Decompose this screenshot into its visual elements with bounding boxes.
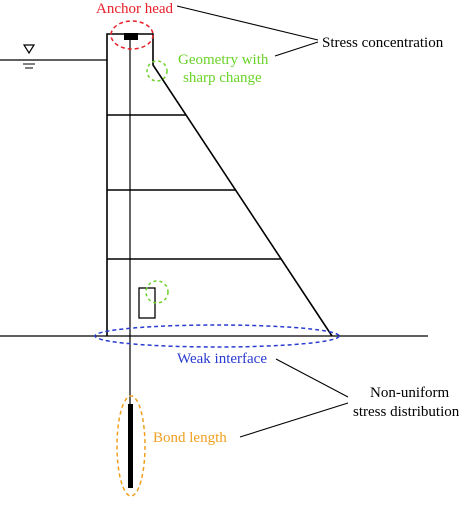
weak-interface-label: Weak interface xyxy=(177,351,267,367)
non-uniform-label-line2: stress distribution xyxy=(353,404,460,420)
weak-interface-highlight xyxy=(94,324,340,348)
dam-outline xyxy=(106,33,333,337)
geometry-change-highlight-gallery xyxy=(145,280,169,304)
non-uniform-label-line1: Non-uniform xyxy=(370,385,449,401)
bond-length-bar xyxy=(128,404,133,488)
geometry-change-highlight-top xyxy=(146,60,168,82)
bond-length-label: Bond length xyxy=(153,430,227,446)
geometry-label-line2: sharp change xyxy=(183,70,262,86)
anchor-head-highlight xyxy=(110,20,154,50)
bond-length-highlight xyxy=(116,395,146,497)
anchor-head-label: Anchor head xyxy=(96,1,174,17)
leader-line-bond xyxy=(239,402,349,438)
geometry-label-line1: Geometry with xyxy=(178,52,269,68)
stress-concentration-label: Stress concentration xyxy=(322,35,444,51)
anchor-head-block xyxy=(124,33,138,40)
water-level-triangle-icon xyxy=(0,44,107,69)
leader-line-anchor xyxy=(176,5,319,41)
leader-line-interface xyxy=(275,358,349,398)
gallery-opening xyxy=(138,287,156,319)
leader-line-geometry xyxy=(274,41,319,57)
